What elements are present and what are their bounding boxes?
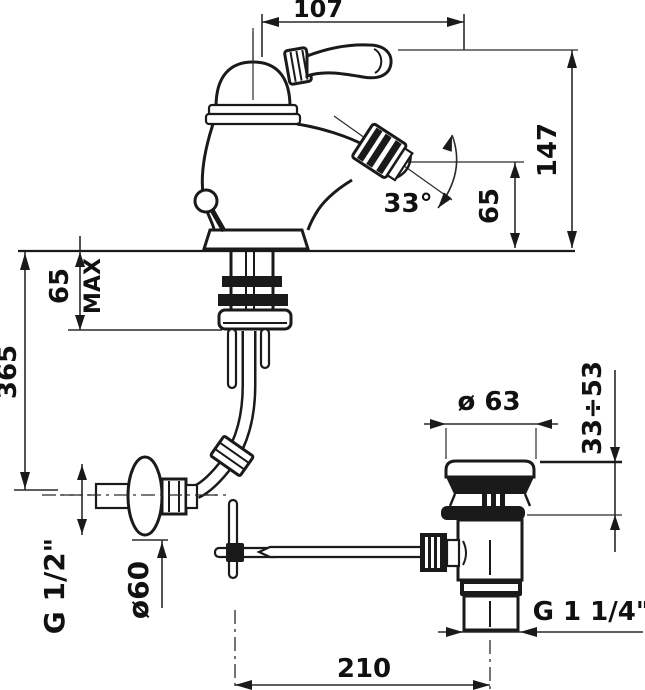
dim-escutcheon-dia: ø60 <box>122 539 168 619</box>
faucet-base <box>201 228 311 251</box>
pop-up-knob <box>193 188 219 214</box>
supply-pipe-group <box>192 327 271 499</box>
waste-plug-cap <box>444 459 536 479</box>
dome-ring-lower <box>204 112 302 126</box>
wall-connection <box>60 455 222 537</box>
dim-waste-thread: G 1 1/4" <box>438 597 645 637</box>
dim-total-height-label: 147 <box>533 123 563 177</box>
dim-deck-max-suffix: MAX <box>81 258 106 314</box>
spout-bottom-edge <box>306 178 353 231</box>
mounting-shank <box>217 252 293 331</box>
dim-waste-cap-dia: ø 63 <box>424 387 558 459</box>
dim-spout-height-label: 65 <box>475 188 505 224</box>
dim-below-deck-depth-label: 365 <box>0 345 23 399</box>
wall-hex-nut <box>160 477 188 516</box>
shank-nut-lower <box>218 294 288 306</box>
dim-supply-thread-label: G 1/2" <box>38 538 71 635</box>
rod-socket <box>445 538 461 568</box>
pipe-collar <box>184 483 199 510</box>
pop-up-rod-lower <box>227 498 239 580</box>
mounting-washer <box>217 308 293 331</box>
dim-spout-reach-label: 107 <box>293 0 343 23</box>
escutcheon-flange <box>126 455 164 537</box>
dim-spout-reach: 107 <box>261 0 465 57</box>
dim-waste-height-range-label: 33÷53 <box>578 361 608 455</box>
spout-top-edge <box>296 122 367 148</box>
dim-total-height: 147 <box>533 50 577 248</box>
dim-waste-thread-label: G 1 1/4" <box>533 597 645 627</box>
waste-flange <box>441 506 525 520</box>
overflow-slot <box>500 492 505 506</box>
overflow-slot <box>482 492 487 506</box>
lever-handle <box>305 43 393 80</box>
pop-up-rod-upper <box>226 327 238 390</box>
dim-spout-angle: 33° <box>333 115 458 219</box>
shank-nut-upper <box>222 276 282 287</box>
pop-up-knob-stem <box>209 208 227 233</box>
waste-plug-cone <box>446 477 534 494</box>
rod-joint <box>226 543 244 562</box>
dim-deck-max-value: 65 <box>45 268 75 304</box>
lever-end-cap <box>373 48 383 74</box>
dim-centre-distance: 210 <box>235 654 490 690</box>
dim-waste-height-range: 33÷53 <box>527 361 622 552</box>
aerator <box>351 122 414 182</box>
dim-spout-height: 65 <box>475 162 520 248</box>
horizontal-lift-rod <box>256 545 430 559</box>
compression-nut <box>209 435 255 477</box>
dim-deck-max: 65 MAX <box>45 236 106 330</box>
supply-tail-tube <box>259 327 271 370</box>
pop-up-linkage <box>213 498 430 580</box>
wall-nipple <box>94 482 132 510</box>
dim-supply-thread: G 1/2" <box>38 464 87 634</box>
dim-escutcheon-dia-label: ø60 <box>122 561 155 619</box>
faucet-assembly <box>193 32 414 251</box>
dim-waste-cap-dia-label: ø 63 <box>457 387 520 417</box>
overflow-slot <box>491 492 496 506</box>
dim-below-deck-depth: 365 <box>0 252 30 490</box>
dim-centre-distance-label: 210 <box>337 654 391 684</box>
dim-spout-angle-label: 33° <box>383 189 432 219</box>
waste-assembly <box>420 459 536 632</box>
